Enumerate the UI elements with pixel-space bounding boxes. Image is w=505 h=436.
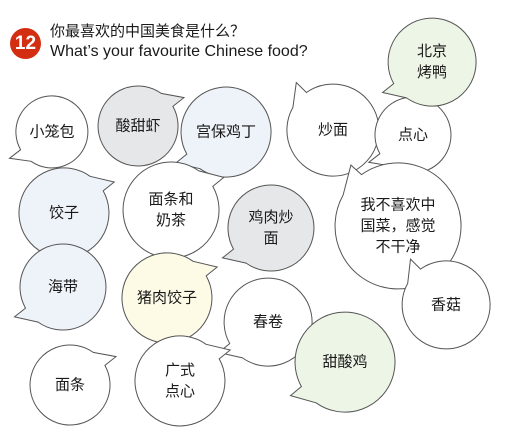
speech-bubble-miantiao: [29, 344, 118, 426]
speech-bubble-guangshidianxin: [134, 335, 232, 427]
bubble-line: 点心: [164, 382, 196, 400]
bubble-line: 面条和: [148, 190, 194, 208]
bubble-line: 奶茶: [155, 211, 187, 229]
bubble-line: 我不喜欢中: [360, 195, 436, 214]
bubble-label-guangshidianxin: 广式点心: [165, 360, 195, 402]
bubble-label-gongbaojiding: 宫保鸡丁: [196, 122, 256, 143]
speech-bubble-gongbaojiding: [174, 86, 272, 178]
bubble-line: 香菇: [430, 295, 462, 314]
bubble-label-xiaolongbao: 小笼包: [29, 122, 74, 143]
speech-bubble-haidai: [13, 243, 107, 331]
bubble-line: 海带: [47, 277, 79, 296]
question-english: What’s your favourite Chinese food?: [50, 43, 308, 60]
bubble-label-miantiaohenaicha: 面条和奶茶: [148, 189, 193, 231]
bubble-line: 广式: [164, 361, 196, 379]
speech-bubble-miantiaohenaicha: [122, 161, 225, 259]
bubble-label-chunjuan: 春卷: [253, 312, 283, 333]
bubble-label-dianxin: 点心: [398, 125, 428, 146]
bubble-line: 饺子: [48, 203, 80, 222]
bubble-label-xianggu: 香菇: [431, 295, 461, 316]
speech-bubble-beijingkaoya: [381, 17, 477, 107]
bubble-line: 猪肉饺子: [136, 288, 198, 307]
bubble-line: 不干净: [375, 237, 421, 256]
bubble-label-haidai: 海带: [48, 277, 78, 298]
bubble-label-zhuroujiaozi: 猪肉饺子: [137, 288, 197, 309]
bubble-line: 春卷: [252, 312, 284, 331]
bubble-line: 面: [263, 229, 279, 247]
speech-bubble-zhuroujiaozi: [121, 252, 219, 344]
bubble-label-jirouchaomian: 鸡肉炒面: [248, 207, 293, 249]
bubble-label-buxihuan: 我不喜欢中国菜，感觉不干净: [360, 195, 435, 258]
bubble-line: 甜酸鸡: [322, 352, 368, 371]
bubble-label-suantianxia: 酸甜虾: [115, 116, 160, 137]
speech-bubble-chaomian: [286, 81, 380, 177]
speech-bubble-suantianxia: [97, 85, 186, 167]
bubble-label-chaomian: 炒面: [318, 120, 348, 141]
bubble-line: 烤鸭: [416, 63, 448, 81]
bubble-line: 国菜，感觉: [360, 216, 436, 235]
bubble-label-miantiao: 面条: [55, 375, 85, 396]
bubble-line: 小笼包: [29, 122, 75, 141]
bubble-line: 宫保鸡丁: [195, 122, 257, 141]
question-number-badge: 12: [10, 28, 41, 59]
bubble-label-jiaozi: 饺子: [49, 203, 79, 224]
speech-bubble-jirouchaomian: [221, 184, 315, 272]
bubble-line: 点心: [397, 125, 429, 144]
speech-bubble-tiansuanji: [289, 311, 396, 413]
bubble-line: 北京: [416, 42, 448, 60]
speech-bubble-chunjuan: [217, 277, 313, 367]
bubble-label-tiansuanji: 甜酸鸡: [322, 352, 367, 373]
speech-bubble-jiaozi: [18, 167, 116, 259]
bubble-line: 鸡肉炒: [248, 208, 294, 226]
question-chinese: 你最喜欢的中国美食是什么？: [50, 22, 246, 40]
bubble-line: 面条: [54, 375, 86, 394]
speech-bubble-xianggu: [401, 258, 491, 350]
bubble-label-beijingkaoya: 北京烤鸭: [417, 41, 447, 83]
bubble-line: 炒面: [317, 120, 349, 139]
speech-bubble-xiaolongbao: [8, 95, 89, 169]
bubble-line: 酸甜虾: [115, 116, 161, 135]
